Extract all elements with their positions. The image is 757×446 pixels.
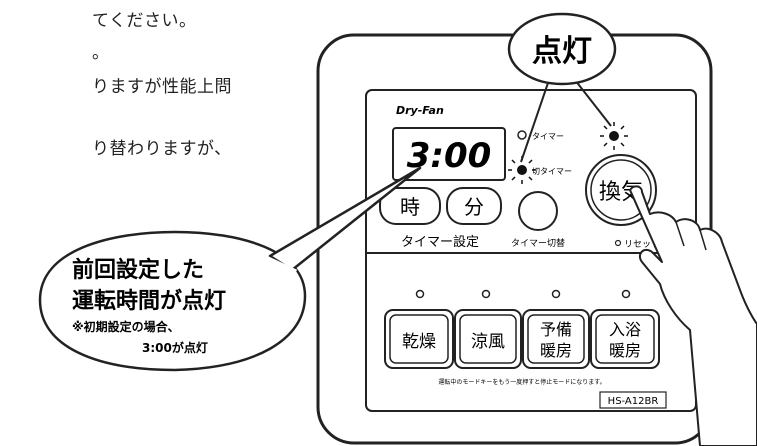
time-display xyxy=(392,127,506,181)
timer-switch-button[interactable] xyxy=(518,191,558,231)
mode-button-cool[interactable]: 涼風 xyxy=(454,309,522,369)
timer-switch-label: タイマー切替 xyxy=(511,237,565,249)
mode-button-preheat[interactable]: 予備 暖房 xyxy=(522,309,590,369)
mode-led-dry xyxy=(415,289,425,299)
mode-led-preheat xyxy=(551,289,561,299)
callout-line-1: 前回設定した xyxy=(72,257,204,283)
instruction-line-4: り替わりますが、 xyxy=(92,139,232,159)
mode-button-bath-line1: 入浴 xyxy=(609,320,641,339)
on-timer-label: タイマー xyxy=(532,132,564,141)
minute-button-label: 分 xyxy=(464,195,484,219)
brand-label: Dry-Fan xyxy=(396,104,444,117)
callout-lit: 点灯 xyxy=(507,12,617,163)
instruction-line-3: りますが性能上問 xyxy=(92,77,232,97)
instruction-line-1: てください。 xyxy=(92,11,197,31)
callout-note-2: 3:00が点灯 xyxy=(142,340,208,355)
model-label: HS-A12BR xyxy=(608,396,659,407)
mode-button-bath[interactable]: 入浴 暖房 xyxy=(590,309,660,369)
minute-button[interactable]: 分 xyxy=(446,187,502,225)
mode-led-cool xyxy=(481,289,491,299)
mode-button-cool-label: 涼風 xyxy=(471,332,505,352)
off-timer-label: 切タイマー xyxy=(532,167,572,176)
mode-button-bath-line2: 暖房 xyxy=(609,341,641,360)
mode-button-dry[interactable]: 乾燥 xyxy=(384,309,454,369)
pointing-hand xyxy=(629,185,757,446)
mode-led-bath xyxy=(621,289,631,299)
on-timer-led xyxy=(517,130,527,140)
mode-button-preheat-line1: 予備 xyxy=(540,320,572,339)
callout-line-2: 運転時間が点灯 xyxy=(72,288,226,314)
hand-finger-lines xyxy=(675,221,707,251)
callout-lit-label: 点灯 xyxy=(532,34,592,69)
ventilate-led-lit xyxy=(600,122,628,150)
hour-button-label: 時 xyxy=(400,195,420,219)
mode-button-dry-label: 乾燥 xyxy=(402,332,436,352)
reset-led xyxy=(614,239,622,247)
callout-previous-setting: 前回設定した 運転時間が点灯 ※初期設定の場合、 3:00が点灯 xyxy=(38,166,422,372)
time-display-value: 3:00 xyxy=(407,136,492,176)
timer-setting-label: タイマー設定 xyxy=(401,234,479,250)
mode-button-preheat-line2: 暖房 xyxy=(540,341,572,360)
instruction-line-2: 。 xyxy=(92,43,110,63)
panel-footnote: 運転中のモードキーをもう一度押すと停止モードになります。 xyxy=(438,378,605,386)
reset-label: リセット xyxy=(624,239,660,250)
model-label-box xyxy=(599,391,667,409)
hour-button[interactable]: 時 xyxy=(379,187,441,225)
callout-note-1: ※初期設定の場合、 xyxy=(72,319,180,334)
